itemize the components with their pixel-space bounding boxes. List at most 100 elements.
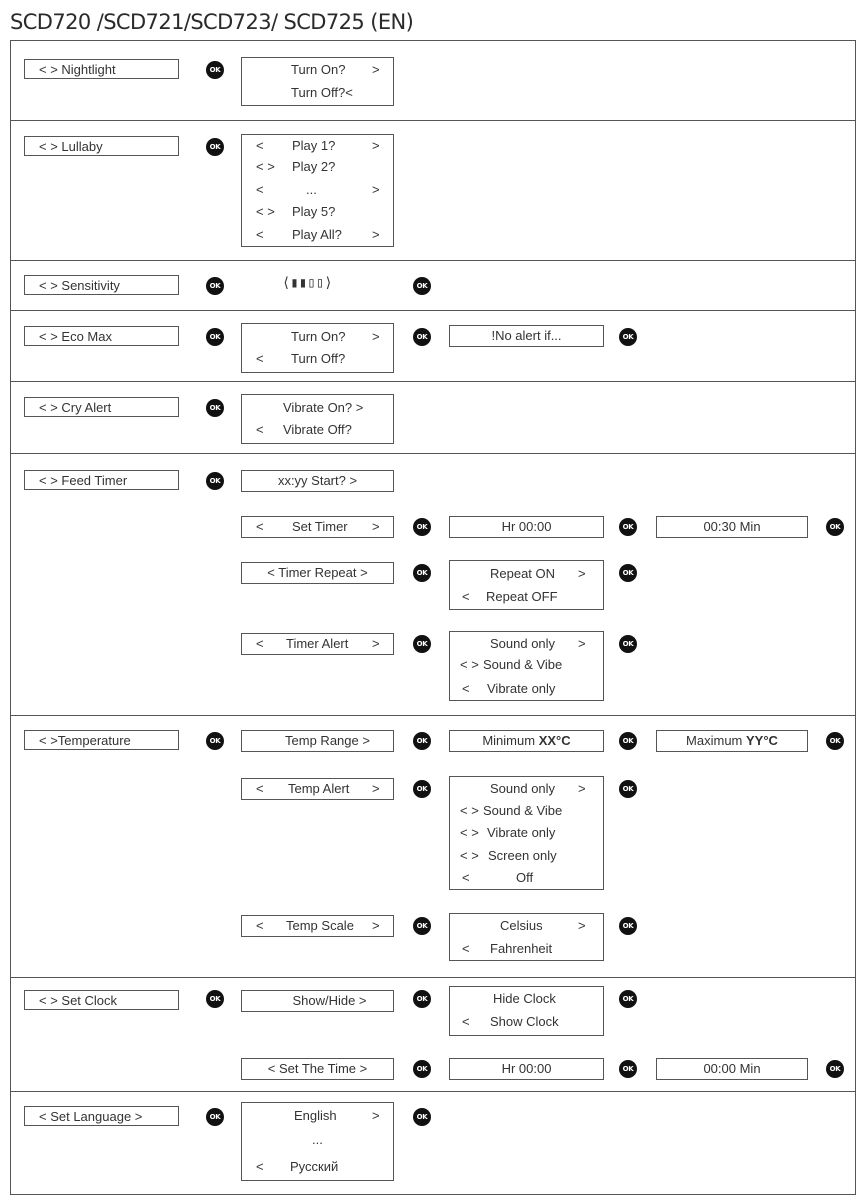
option-label: ... <box>306 182 317 197</box>
left-arrow: < > <box>460 657 479 672</box>
option-hide-clock[interactable]: Hide Clock <box>450 990 603 1008</box>
option-label: Vibrate only <box>487 825 556 840</box>
ok-icon: OK <box>413 1060 431 1078</box>
option-label: ... <box>312 1132 323 1147</box>
option-label: Vibrate Off? <box>283 422 352 437</box>
left-arrow: < <box>256 636 264 651</box>
option-label: Play 5? <box>292 204 336 219</box>
option-label: Sound & Vibe <box>483 803 563 818</box>
hour-field[interactable]: Hr 00:00 <box>449 516 604 538</box>
menu-feedtimer[interactable]: < > Feed Timer <box>24 470 179 490</box>
option-label: Vibrate On? > <box>283 400 364 415</box>
option-repeat-on[interactable]: Repeat ON > <box>450 565 603 583</box>
option-off[interactable]: < Off <box>450 869 603 887</box>
ok-icon: OK <box>413 328 431 346</box>
option-label: Repeat OFF <box>486 589 558 604</box>
hour-field[interactable]: Hr 00:00 <box>449 1058 604 1080</box>
option-vibrate-on[interactable]: Vibrate On? > <box>242 399 393 417</box>
menu-ecomax[interactable]: < > Eco Max <box>24 326 179 346</box>
right-arrow: > <box>578 636 586 651</box>
option-fahrenheit[interactable]: < Fahrenheit <box>450 940 603 958</box>
option-ellipsis: < ... > <box>242 181 393 199</box>
minimum-temp-field[interactable]: Minimum XX°C <box>449 730 604 752</box>
option-start[interactable]: xx:yy Start? > <box>241 470 394 492</box>
option-celsius[interactable]: Celsius > <box>450 917 603 935</box>
ok-icon: OK <box>206 61 224 79</box>
menu-lullaby[interactable]: < > Lullaby <box>24 136 179 156</box>
menu-temperature[interactable]: < >Temperature <box>24 730 179 750</box>
option-timer-alert[interactable]: < Timer Alert > <box>241 633 394 655</box>
option-repeat-off[interactable]: < Repeat OFF <box>450 588 603 606</box>
option-label: Timer Alert <box>286 636 349 651</box>
option-play-2[interactable]: < > Play 2? <box>242 158 393 176</box>
option-vibrate-only[interactable]: < Vibrate only <box>450 680 603 698</box>
option-label: Play All? <box>292 227 342 242</box>
ok-icon: OK <box>206 732 224 750</box>
option-play-1[interactable]: < Play 1? > <box>242 137 393 155</box>
language-options: English > ... < Русский <box>241 1102 394 1181</box>
ok-icon: OK <box>619 328 637 346</box>
menu-setclock[interactable]: < > Set Clock <box>24 990 179 1010</box>
repeat-options: Repeat ON > < Repeat OFF <box>449 560 604 610</box>
option-sound-only[interactable]: Sound only > <box>450 635 603 653</box>
menu-cryalert[interactable]: < > Cry Alert <box>24 397 179 417</box>
lullaby-options: < Play 1? > < > Play 2? < ... > < > Play… <box>241 134 394 247</box>
left-arrow: < <box>462 681 470 696</box>
option-russian[interactable]: < Русский <box>242 1158 393 1176</box>
option-sound-vibe[interactable]: < > Sound & Vibe <box>450 656 603 674</box>
ok-icon: OK <box>826 518 844 536</box>
right-arrow: > <box>372 1108 380 1123</box>
option-label: Play 1? <box>292 138 336 153</box>
option-vibrate-off[interactable]: < Vibrate Off? <box>242 421 393 439</box>
option-turn-off[interactable]: < Turn Off? <box>242 350 393 368</box>
option-timer-repeat[interactable]: < Timer Repeat > <box>241 562 394 584</box>
ok-icon: OK <box>619 564 637 582</box>
left-arrow: < <box>256 182 264 197</box>
option-set-timer[interactable]: < Set Timer > <box>241 516 394 538</box>
ok-icon: OK <box>826 1060 844 1078</box>
left-arrow: < <box>462 589 470 604</box>
ok-icon: OK <box>206 399 224 417</box>
maximum-temp-field[interactable]: Maximum YY°C <box>656 730 808 752</box>
left-arrow: < <box>462 941 470 956</box>
option-english[interactable]: English > <box>242 1107 393 1125</box>
option-show-hide[interactable]: Show/Hide > <box>241 990 394 1012</box>
left-arrow: < <box>462 870 470 885</box>
ok-icon: OK <box>413 564 431 582</box>
section-setclock: < > Set Clock OK Show/Hide > OK Hide Clo… <box>10 977 856 1091</box>
option-temp-range[interactable]: Temp Range > <box>241 730 394 752</box>
option-set-the-time[interactable]: < Set The Time > <box>241 1058 394 1080</box>
ok-icon: OK <box>206 328 224 346</box>
ecomax-options: Turn On? > < Turn Off? <box>241 323 394 373</box>
option-vibrate-only[interactable]: < > Vibrate only <box>450 824 603 842</box>
minute-field[interactable]: 00:30 Min <box>656 516 808 538</box>
ok-icon: OK <box>619 635 637 653</box>
ok-icon: OK <box>413 917 431 935</box>
temp-alert-options: Sound only > < > Sound & Vibe < > Vibrat… <box>449 776 604 890</box>
ok-icon: OK <box>206 990 224 1008</box>
menu-sensitivity[interactable]: < > Sensitivity <box>24 275 179 295</box>
option-turn-on[interactable]: Turn On? > <box>242 328 393 346</box>
option-sound-vibe[interactable]: < > Sound & Vibe <box>450 802 603 820</box>
option-play-5[interactable]: < > Play 5? <box>242 203 393 221</box>
menu-language[interactable]: < Set Language > <box>24 1106 179 1126</box>
ok-icon: OK <box>619 990 637 1008</box>
right-arrow: > <box>372 329 380 344</box>
right-arrow: > <box>372 918 380 933</box>
option-temp-scale[interactable]: < Temp Scale > <box>241 915 394 937</box>
no-alert-warning: !No alert if... <box>449 325 604 347</box>
option-screen-only[interactable]: < > Screen only <box>450 847 603 865</box>
right-arrow: > <box>372 138 380 153</box>
menu-nightlight[interactable]: < > Nightlight <box>24 59 179 79</box>
option-temp-alert[interactable]: < Temp Alert > <box>241 778 394 800</box>
option-turn-on[interactable]: Turn On? > <box>242 61 393 79</box>
minute-field[interactable]: 00:00 Min <box>656 1058 808 1080</box>
option-play-all[interactable]: < Play All? > <box>242 226 393 244</box>
option-show-clock[interactable]: < Show Clock <box>450 1013 603 1031</box>
page-title: SCD720 /SCD721/SCD723/ SCD725 (EN) <box>10 10 414 34</box>
option-sound-only[interactable]: Sound only > <box>450 780 603 798</box>
left-arrow: < > <box>460 848 479 863</box>
option-turn-off[interactable]: Turn Off?< <box>242 84 393 102</box>
section-language: < Set Language > OK English > ... < Русс… <box>10 1091 856 1195</box>
